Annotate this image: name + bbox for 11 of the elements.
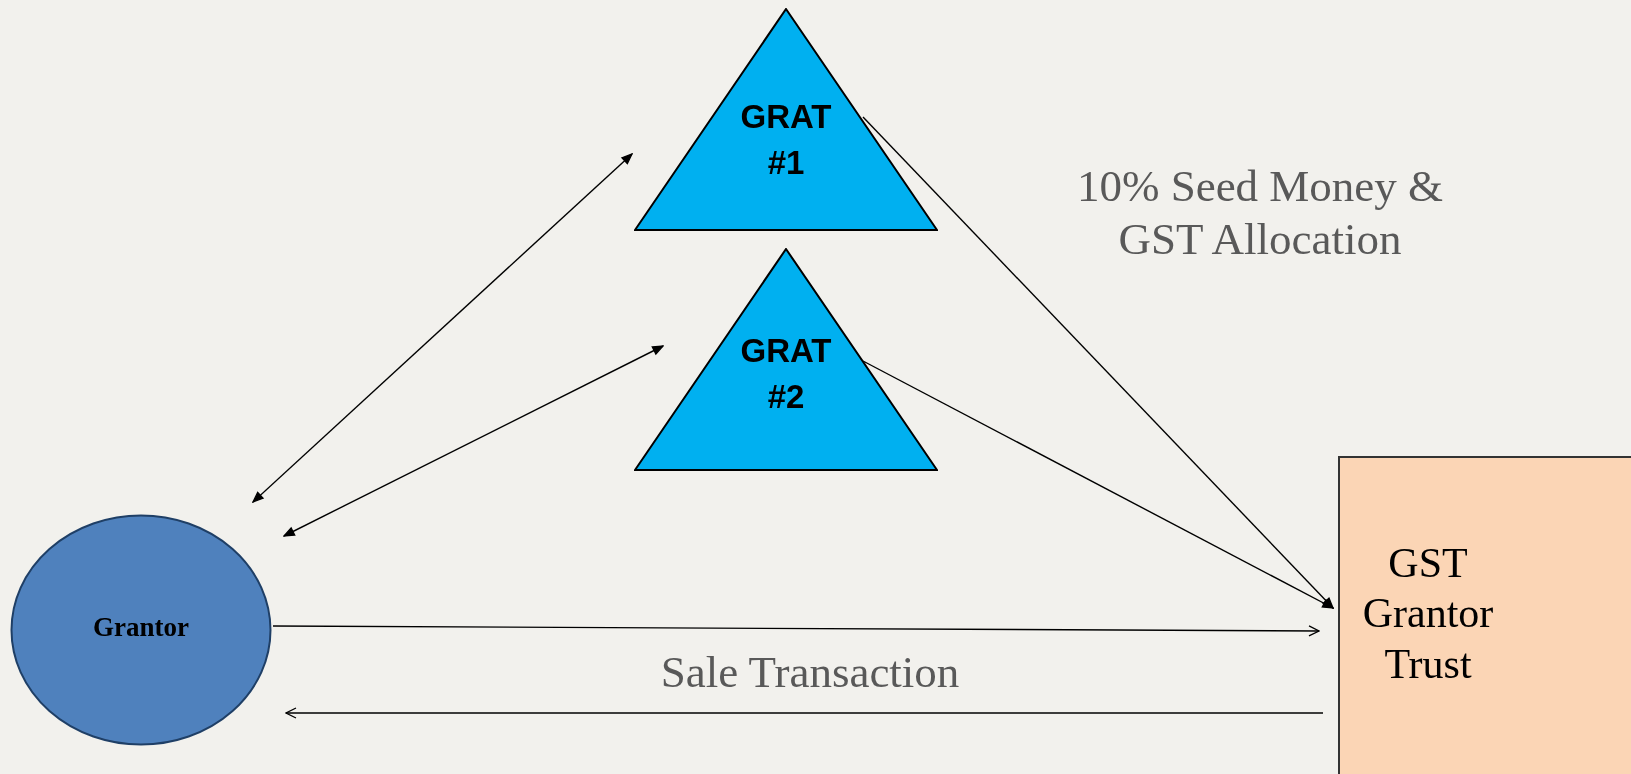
arrow [285,707,1324,719]
annotation-text: 10% Seed Money & GST Allocation [1075,160,1445,266]
node-label: Grantor [92,611,190,644]
arrow [862,116,1334,609]
arrow [252,153,633,503]
annotation-text: Sale Transaction [659,646,961,699]
arrow [283,345,664,537]
node-label: GRAT #2 [739,331,833,418]
arrow [272,625,1320,637]
node-label: GST Grantor Trust [1361,539,1495,689]
node-label: GRAT #1 [739,97,833,184]
